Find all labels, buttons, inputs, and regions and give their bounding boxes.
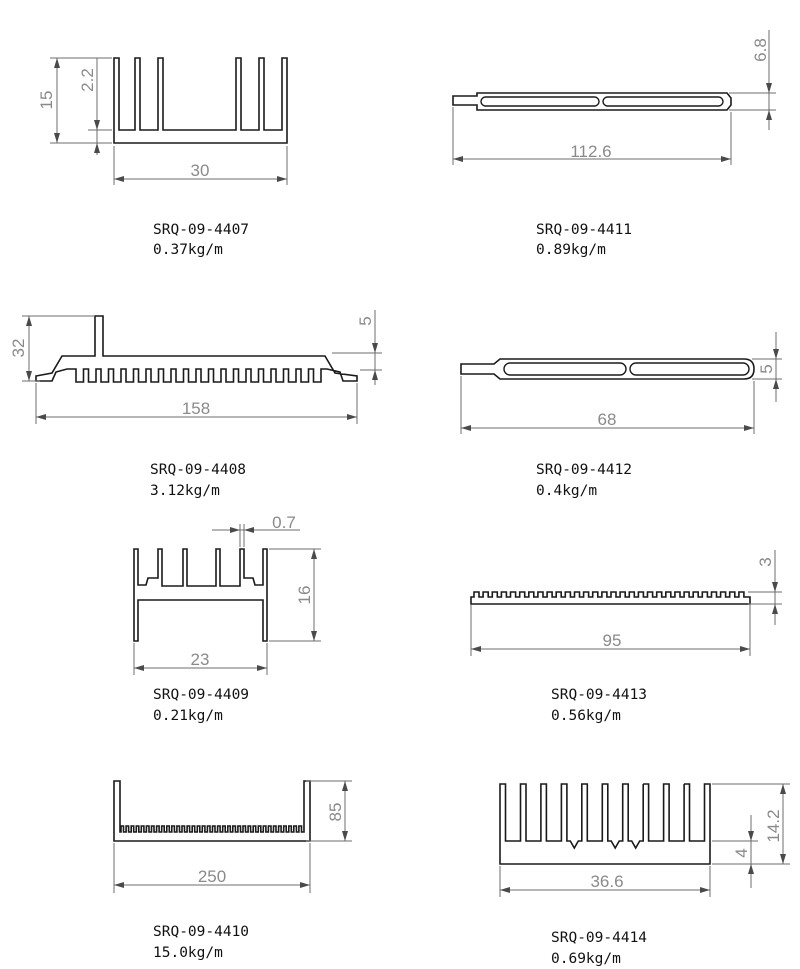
dim-4409-fin: 0.7 [272,513,296,532]
dim-4409-height: 16 [295,586,314,605]
profile-4408-outline [35,315,358,383]
dim-4409-width: 23 [191,650,210,669]
profile-4414: 14.2 4 36.6 [499,783,790,897]
code-4408: SRQ-09-4408 [150,462,246,478]
profile-4414-outline [499,783,711,865]
dim-4414-base: 4 [732,848,751,857]
dim-4410-width: 250 [198,867,226,886]
dim-4407-height: 15 [37,91,56,110]
profile-4411-slot-right [602,96,724,107]
dim-4407-width: 30 [191,161,210,180]
profile-4410-outline [113,780,311,842]
weight-4407: 0.37kg/m [153,242,223,258]
code-4410: SRQ-09-4410 [153,924,249,940]
dim-4414-height: 14.2 [764,809,783,842]
dim-4408-fin: 5 [356,316,375,325]
weight-4409: 0.21kg/m [153,708,223,724]
weight-4414: 0.69kg/m [551,951,621,967]
dim-4414-width: 36.6 [590,872,623,891]
code-4413: SRQ-09-4413 [551,687,647,703]
weight-4411: 0.89kg/m [536,242,606,258]
dim-4411-width: 112.6 [570,142,611,161]
code-4407: SRQ-09-4407 [153,222,249,238]
profile-4411-outline [452,92,732,111]
dim-4410-height: 85 [326,803,345,822]
dim-4412-width: 68 [598,410,617,429]
weight-4412: 0.4kg/m [536,483,597,499]
dim-4413-height: 3 [756,557,775,566]
dim-4408-width: 158 [182,399,210,418]
profile-4411-slot-left [480,96,600,107]
profile-4413: 3 95 [470,550,782,656]
profile-4412-outline [460,358,755,380]
dim-4412-height: 5 [757,364,776,373]
dim-4413-width: 95 [603,631,622,650]
profile-4412-slot-left [503,362,627,376]
dim-4408-height: 32 [9,339,28,358]
weight-4413: 0.56kg/m [551,708,621,724]
profile-4410: 85 250 [113,780,352,893]
profile-4407-outline [113,57,288,144]
dim-4411-height: 6.8 [751,38,770,62]
weight-4410: 15.0kg/m [153,945,223,961]
code-4411: SRQ-09-4411 [536,222,632,238]
profile-4411: 6.8 112.6 [452,30,776,165]
code-4414: SRQ-09-4414 [551,930,647,946]
profile-4409: 0.7 16 23 [133,513,321,675]
code-4409: SRQ-09-4409 [153,687,249,703]
profile-4412-slot-right [629,362,750,376]
profile-4412: 5 68 [460,332,782,434]
profile-4409-outline [133,548,268,642]
profile-4408: 32 5 158 [9,310,382,424]
profile-4413-outline [470,591,751,605]
code-4412: SRQ-09-4412 [536,462,632,478]
weight-4408: 3.12kg/m [150,483,220,499]
dim-4407-base: 2.2 [78,68,97,92]
profile-4407: 15 2.2 30 [37,57,288,185]
